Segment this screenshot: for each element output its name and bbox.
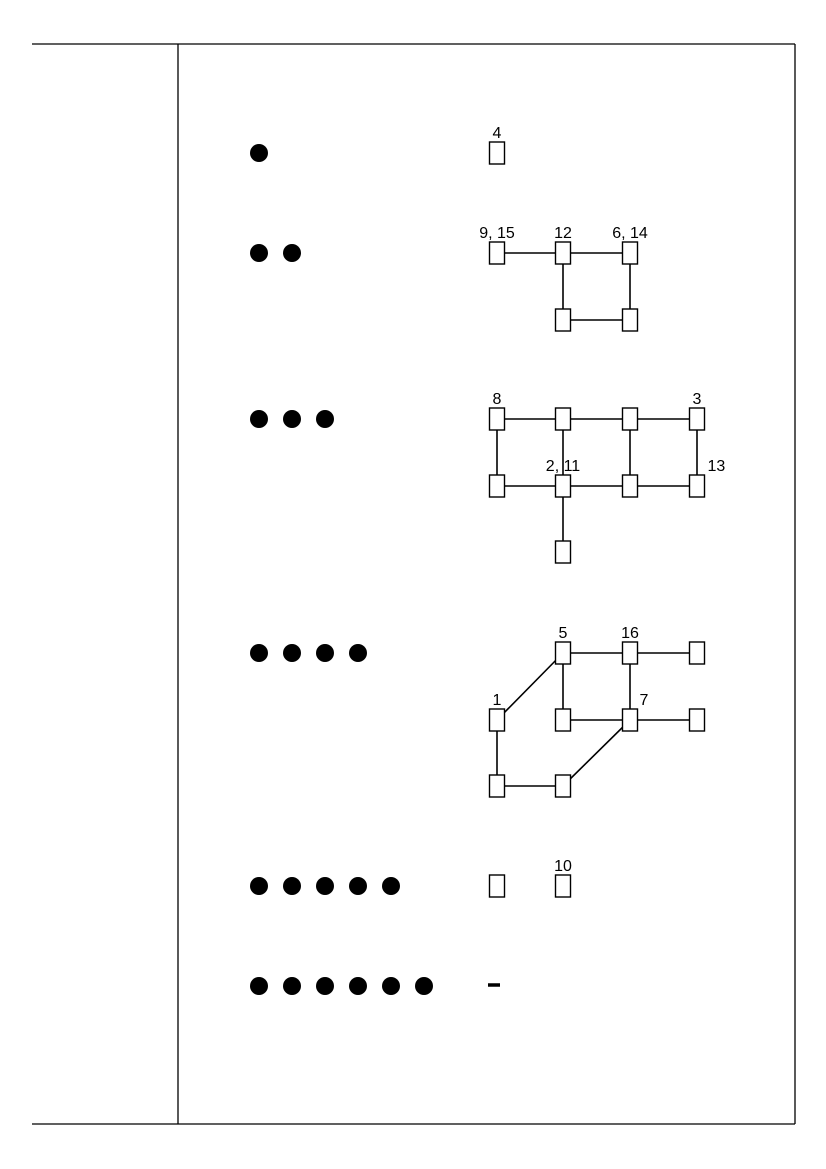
row-3-dot — [250, 410, 268, 428]
row-4-node — [621, 641, 639, 665]
row-3-dot — [283, 410, 301, 428]
row-2-node — [621, 241, 639, 265]
row-4-edge — [562, 719, 631, 787]
node-label: 2, 11 — [546, 458, 581, 475]
row-6-dot — [415, 977, 433, 995]
node-label: 12 — [554, 225, 572, 242]
row-6-dot — [250, 977, 268, 995]
node-label: 10 — [554, 858, 572, 875]
row-4-node — [488, 708, 506, 732]
node-label: 8 — [493, 391, 502, 408]
row-6-dot — [283, 977, 301, 995]
node-label: 3 — [693, 391, 702, 408]
row-4-dot — [250, 644, 268, 662]
row-4-node — [554, 774, 572, 798]
node-label: 5 — [559, 625, 568, 642]
row-5-dot — [316, 877, 334, 895]
node-label: 7 — [640, 692, 649, 709]
row-4-node — [621, 708, 639, 732]
row-4-edge — [496, 652, 564, 721]
row-2-node — [554, 241, 572, 265]
row-4-dot — [283, 644, 301, 662]
row-4-node — [488, 774, 506, 798]
row-5-node — [554, 874, 572, 898]
node-label: 9, 15 — [479, 225, 515, 242]
row-4-dot — [316, 644, 334, 662]
node-label: 4 — [493, 125, 502, 142]
node-label: 16 — [621, 625, 639, 642]
row-3-node — [554, 540, 572, 564]
row-5-dot — [250, 877, 268, 895]
row-2-node — [488, 241, 506, 265]
row-3-node — [621, 474, 639, 498]
row-1-node — [488, 141, 506, 165]
row-4-node — [554, 641, 572, 665]
node-label: 13 — [708, 458, 726, 475]
row-6-dot — [382, 977, 400, 995]
row-3-dot — [316, 410, 334, 428]
row-5-dot — [349, 877, 367, 895]
row-2-node — [621, 308, 639, 332]
row-3-node — [688, 474, 706, 498]
row-5-dot — [283, 877, 301, 895]
row-4-node — [554, 708, 572, 732]
row-3-node — [488, 474, 506, 498]
row-4-node — [688, 641, 706, 665]
row-5-node — [488, 874, 506, 898]
row-2-dot — [283, 244, 301, 262]
row-2-node — [554, 308, 572, 332]
row-3-node — [621, 407, 639, 431]
row-4-dot — [349, 644, 367, 662]
row-4-node — [688, 708, 706, 732]
row-2-dot — [250, 244, 268, 262]
row-6-dot — [316, 977, 334, 995]
row-5-dot — [382, 877, 400, 895]
node-label: 6, 14 — [612, 225, 648, 242]
row-3-node — [488, 407, 506, 431]
row-6-dot — [349, 977, 367, 995]
row-3-node — [554, 474, 572, 498]
row-3-node — [688, 407, 706, 431]
row-3-node — [554, 407, 572, 431]
node-label: 1 — [493, 692, 502, 709]
row-1-dot — [250, 144, 268, 162]
